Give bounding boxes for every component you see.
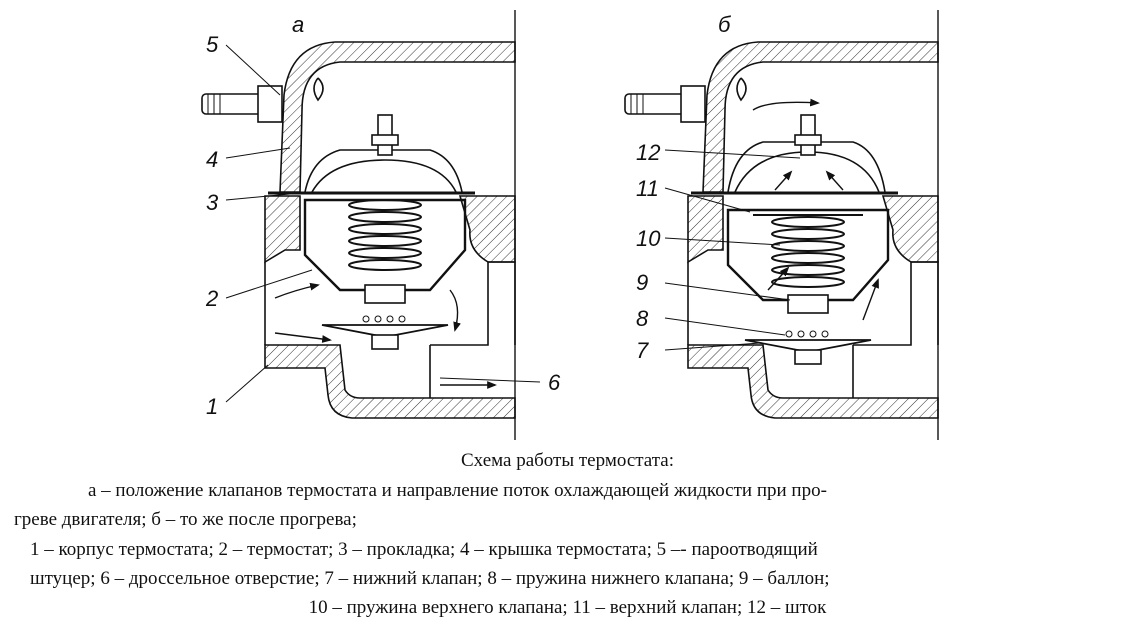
flow-arrow xyxy=(274,282,320,299)
diagram-panel-a xyxy=(201,10,516,440)
upper-valve-dome xyxy=(311,159,457,193)
bridge xyxy=(304,149,463,193)
callout-9: 9 xyxy=(636,270,648,295)
housing-upper-left xyxy=(264,195,301,264)
lower-spring xyxy=(809,330,817,338)
thermostat-diagram: а б 5 4 3 2 1 6 12 11 10 9 8 7 xyxy=(201,10,939,440)
caption-line-2: греве двигателя; б – то же после прогрев… xyxy=(14,509,357,530)
upper-valve-dome xyxy=(734,151,880,193)
labels-b: 12 11 10 9 8 7 xyxy=(636,140,661,363)
spring-coil xyxy=(348,199,422,211)
lower-spring xyxy=(362,315,370,323)
balloon-neck xyxy=(364,284,406,304)
spring-coil xyxy=(348,211,422,223)
spring-coil xyxy=(348,223,422,235)
flow-arrow xyxy=(449,289,461,332)
thermostat-body xyxy=(303,198,467,292)
labels-a: 5 4 3 2 1 6 xyxy=(205,32,561,419)
leader-line xyxy=(664,282,791,301)
lower-spring xyxy=(821,330,829,338)
spring-coil xyxy=(771,216,845,228)
housing-upper-right xyxy=(458,195,516,263)
housing-lower xyxy=(264,344,516,419)
panel-a-label: а xyxy=(292,12,304,37)
spring-coil xyxy=(348,247,422,259)
caption-line-1: а – положение клапанов термостата и напр… xyxy=(88,480,827,501)
steam-nipple xyxy=(624,93,686,115)
housing-wall xyxy=(429,261,516,398)
balloon-neck xyxy=(787,294,829,314)
leader-line xyxy=(225,44,281,96)
lower-valve xyxy=(744,339,872,353)
housing-upper-right xyxy=(881,195,939,263)
leader-line xyxy=(225,147,291,159)
flow-arrow xyxy=(767,266,790,291)
spring-coil xyxy=(771,228,845,240)
leader-line xyxy=(225,364,269,403)
leader-line xyxy=(664,187,751,213)
lower-spring xyxy=(386,315,394,323)
spring-coil xyxy=(348,235,422,247)
callout-12: 12 xyxy=(636,140,660,165)
cover-boss xyxy=(313,77,324,102)
leader-line xyxy=(225,269,313,299)
diagram-panel-b xyxy=(624,10,939,440)
callout-11: 11 xyxy=(636,176,659,201)
lower-nut xyxy=(371,334,399,350)
leader-line xyxy=(439,377,541,383)
stem-nut xyxy=(794,134,822,146)
leader-line xyxy=(664,342,761,351)
stem-nut xyxy=(371,134,399,146)
callout-1: 1 xyxy=(206,394,218,419)
callout-3: 3 xyxy=(206,190,219,215)
flow-arrow xyxy=(274,332,332,343)
thermostat-body xyxy=(726,208,890,302)
lower-spring xyxy=(785,330,793,338)
lower-spring xyxy=(374,315,382,323)
caption-line-5: 10 – пружина верхнего клапана; 11 – верх… xyxy=(308,597,827,618)
callout-6: 6 xyxy=(548,370,561,395)
spring-coil xyxy=(771,276,845,288)
callout-10: 10 xyxy=(636,226,661,251)
spring-coil xyxy=(771,240,845,252)
caption-line-4: штуцер; 6 – дроссельное отверстие; 7 – н… xyxy=(30,568,830,589)
leader-line xyxy=(225,192,301,201)
nipple-hex xyxy=(257,85,283,123)
cover xyxy=(279,41,516,193)
panel-b-label: б xyxy=(718,12,732,37)
housing-upper-left xyxy=(687,195,724,264)
lower-spring xyxy=(797,330,805,338)
housing-wall xyxy=(852,261,939,398)
callout-4: 4 xyxy=(206,147,218,172)
cover xyxy=(702,41,939,193)
callout-7: 7 xyxy=(636,338,649,363)
leader-line xyxy=(664,317,786,336)
steam-nipple xyxy=(201,93,263,115)
callout-8: 8 xyxy=(636,306,649,331)
nipple-hex xyxy=(680,85,706,123)
lower-nut xyxy=(794,349,822,365)
flow-arrow xyxy=(825,170,844,191)
spring-coil xyxy=(771,264,845,276)
flow-arrow xyxy=(774,170,793,191)
caption-title: Схема работы термостата: xyxy=(461,450,674,471)
spring-coil xyxy=(771,252,845,264)
leader-line xyxy=(664,149,801,159)
spring-coil xyxy=(348,259,422,271)
caption-line-3: 1 – корпус термостата; 2 – термостат; 3 … xyxy=(30,539,818,560)
lower-spring xyxy=(398,315,406,323)
callout-2: 2 xyxy=(205,286,218,311)
leader-line xyxy=(664,237,781,246)
cover-boss xyxy=(736,77,747,102)
lower-valve xyxy=(321,324,449,338)
flow-arrow xyxy=(862,278,879,321)
flow-arrow xyxy=(752,98,820,111)
callout-5: 5 xyxy=(206,32,219,57)
